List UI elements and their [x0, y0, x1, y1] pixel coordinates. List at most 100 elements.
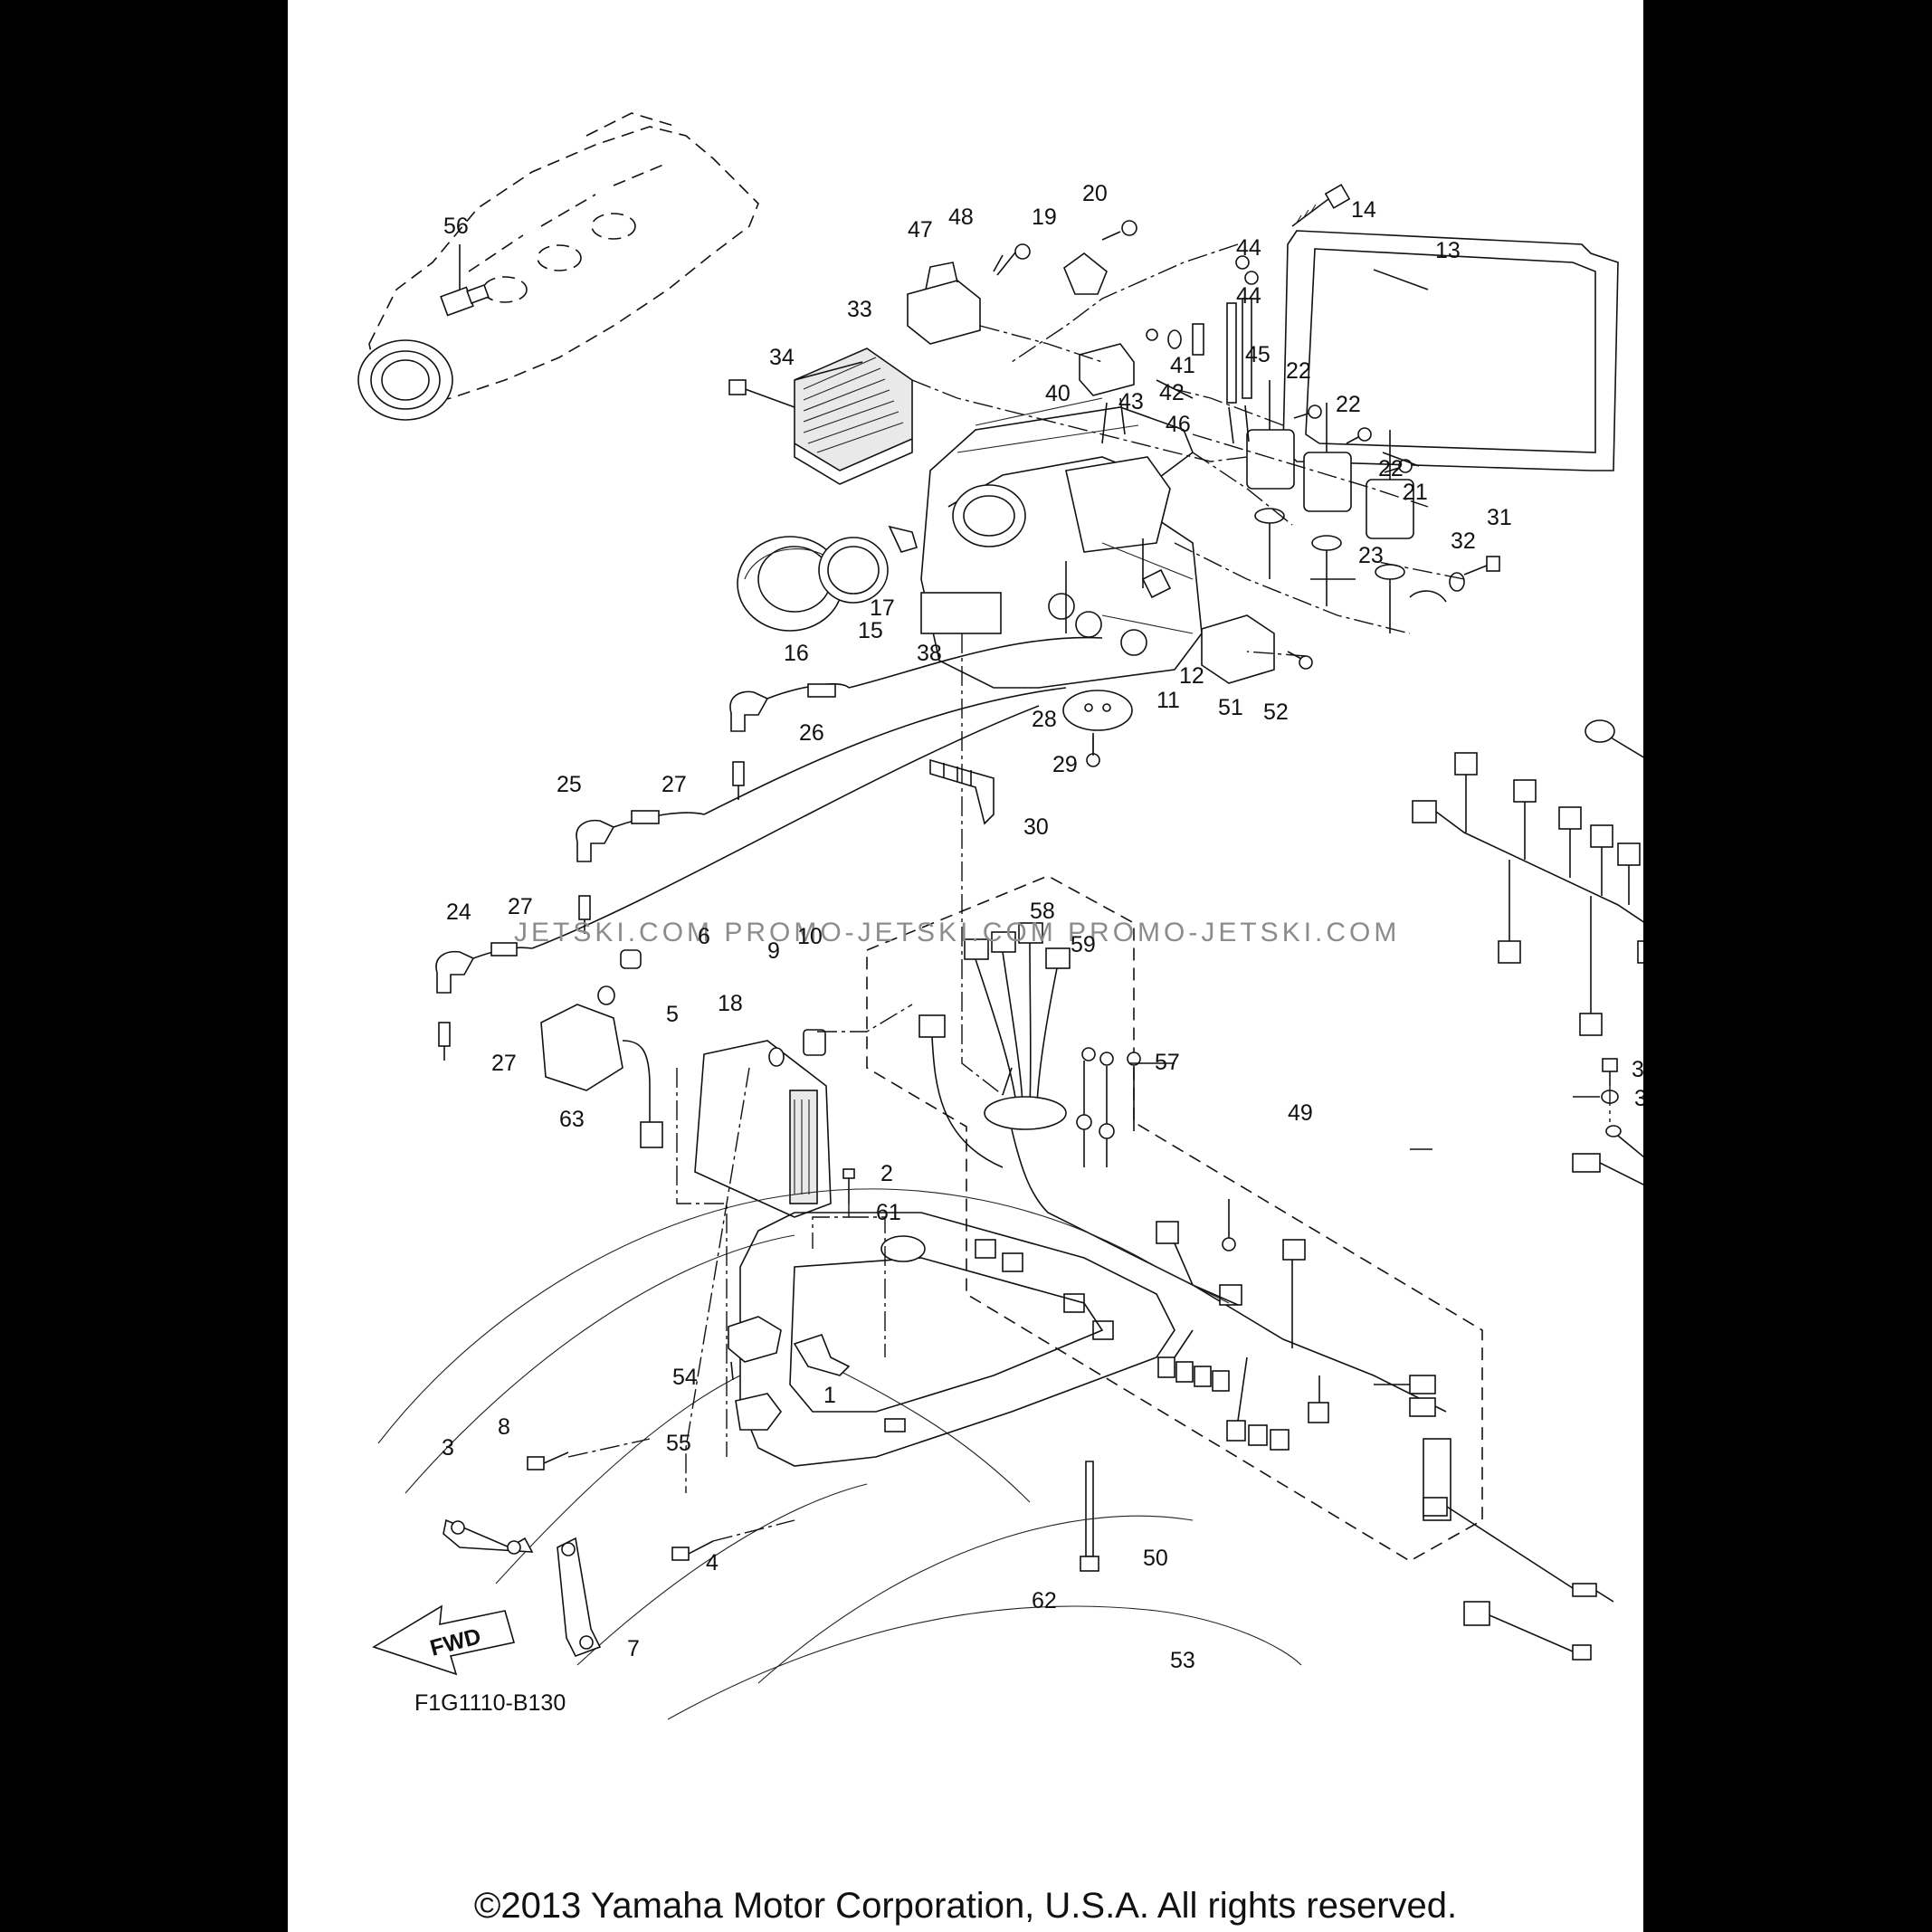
part-61-screw	[1222, 1199, 1236, 1252]
part-33-rectifier	[794, 347, 913, 485]
part-47-relay	[907, 262, 981, 345]
part-10-collar	[803, 1029, 826, 1056]
callout-27c: 27	[491, 1051, 517, 1076]
watermark: JETSKI.COM PROMO-JETSKI.COM PROMO-JETSKI…	[514, 918, 1400, 947]
part-15-gasket	[818, 537, 889, 604]
callout-63: 63	[559, 1107, 585, 1132]
part-34-bolt	[728, 379, 795, 408]
part-6-grommet	[620, 949, 642, 969]
callout-5: 5	[666, 1002, 679, 1027]
callout-58: 58	[1030, 899, 1055, 924]
callout-61: 61	[876, 1200, 901, 1225]
part-28-plate	[1062, 690, 1133, 731]
callout-22b: 22	[1336, 392, 1361, 417]
callout-14: 14	[1351, 197, 1376, 223]
callout-21: 21	[1403, 480, 1428, 505]
part-60-harness	[1412, 752, 1643, 1036]
callout-28: 28	[1032, 707, 1057, 732]
part-59-terminals	[1076, 1047, 1141, 1167]
part-19-bracket	[1063, 252, 1108, 295]
callout-48: 48	[948, 205, 974, 230]
callout-44b: 44	[1236, 283, 1261, 309]
part-36-bolt	[1602, 1058, 1618, 1086]
part-50-sensor-lead	[1423, 1497, 1614, 1603]
callout-23: 23	[1358, 543, 1384, 568]
fwd-arrow: FWD	[372, 1604, 516, 1676]
part-40-connector	[1079, 343, 1135, 444]
high-tension-leads	[531, 636, 1103, 949]
callout-24: 24	[446, 899, 471, 925]
callout-22c: 22	[1378, 456, 1404, 481]
callout-18: 18	[718, 991, 743, 1016]
callout-22a: 22	[1286, 358, 1311, 384]
throttle-body	[357, 339, 453, 421]
parts-41-46-fuses	[1146, 255, 1259, 444]
callout-2: 2	[880, 1161, 893, 1186]
callout-20: 20	[1082, 181, 1108, 206]
part-51-bracket	[1201, 614, 1275, 684]
callout-27b: 27	[508, 894, 533, 919]
callout-43: 43	[1118, 389, 1144, 414]
callout-34: 34	[769, 345, 795, 370]
callout-26: 26	[799, 720, 824, 746]
part-58-harness-connectors	[918, 922, 1447, 1413]
callout-37: 37	[1634, 1086, 1643, 1111]
part-57-harness-group	[866, 875, 1483, 1562]
callout-9: 9	[767, 938, 780, 964]
part-24-plug-cap	[435, 942, 533, 994]
part-55-sensor	[735, 1393, 782, 1431]
part-21-ignition-coils	[1246, 380, 1414, 633]
callout-4: 4	[706, 1550, 719, 1575]
callout-33: 33	[847, 297, 872, 322]
callout-50: 50	[1143, 1546, 1168, 1571]
electrical-box	[920, 397, 1203, 689]
part-48-screw	[993, 243, 1031, 276]
part-35-cable	[1605, 1125, 1643, 1158]
part-5-washer	[597, 985, 615, 1005]
callout-45: 45	[1245, 342, 1271, 367]
callout-51: 51	[1218, 695, 1243, 720]
part-38-label	[920, 592, 1002, 634]
part-62-cable-tie	[1080, 1461, 1099, 1572]
callout-38: 38	[917, 641, 942, 666]
callout-19: 19	[1032, 205, 1057, 230]
engine-block-outline	[368, 112, 759, 408]
diagram-sheet: FWD JETSKI.	[288, 0, 1643, 1932]
part-14-screw	[1291, 184, 1351, 227]
callout-7: 7	[627, 1636, 640, 1661]
part-17-clip	[888, 525, 918, 553]
callout-8: 8	[498, 1414, 510, 1440]
part-7-plate	[557, 1537, 602, 1657]
part-39-cable	[1585, 719, 1643, 758]
hull-outline	[377, 1188, 1302, 1720]
part-49-sensor-lead	[1572, 1153, 1643, 1185]
callout-leaders	[459, 244, 1600, 1150]
callout-29: 29	[1052, 752, 1078, 777]
callout-32: 32	[1451, 528, 1476, 554]
callout-12: 12	[1179, 663, 1204, 689]
part-23-grommets	[1409, 590, 1447, 603]
callout-46: 46	[1166, 412, 1191, 437]
callout-10: 10	[797, 924, 823, 949]
callout-59: 59	[1071, 932, 1096, 957]
callout-57: 57	[1155, 1050, 1180, 1075]
part-30-bracket	[929, 758, 995, 825]
part-52-screw	[1287, 651, 1313, 670]
part-26-plug-cap	[729, 683, 850, 732]
part-27-spark-plugs	[438, 761, 745, 1061]
callout-53: 53	[1170, 1648, 1195, 1673]
part-18-ecm	[694, 1040, 832, 1218]
part-4-bolt	[671, 1540, 714, 1561]
part-3-plate	[443, 1518, 534, 1555]
assembly-chain-lines	[567, 243, 1611, 1542]
callout-16: 16	[784, 641, 809, 666]
callout-25: 25	[557, 772, 582, 797]
callout-3: 3	[442, 1435, 454, 1461]
callout-30: 30	[1023, 814, 1049, 840]
part-32-washer	[1449, 572, 1465, 592]
callout-55: 55	[666, 1431, 691, 1456]
callout-62: 62	[1032, 1588, 1057, 1613]
callout-31: 31	[1487, 505, 1512, 530]
part-31-bolt	[1463, 556, 1500, 576]
part-2-bolt	[842, 1168, 855, 1204]
